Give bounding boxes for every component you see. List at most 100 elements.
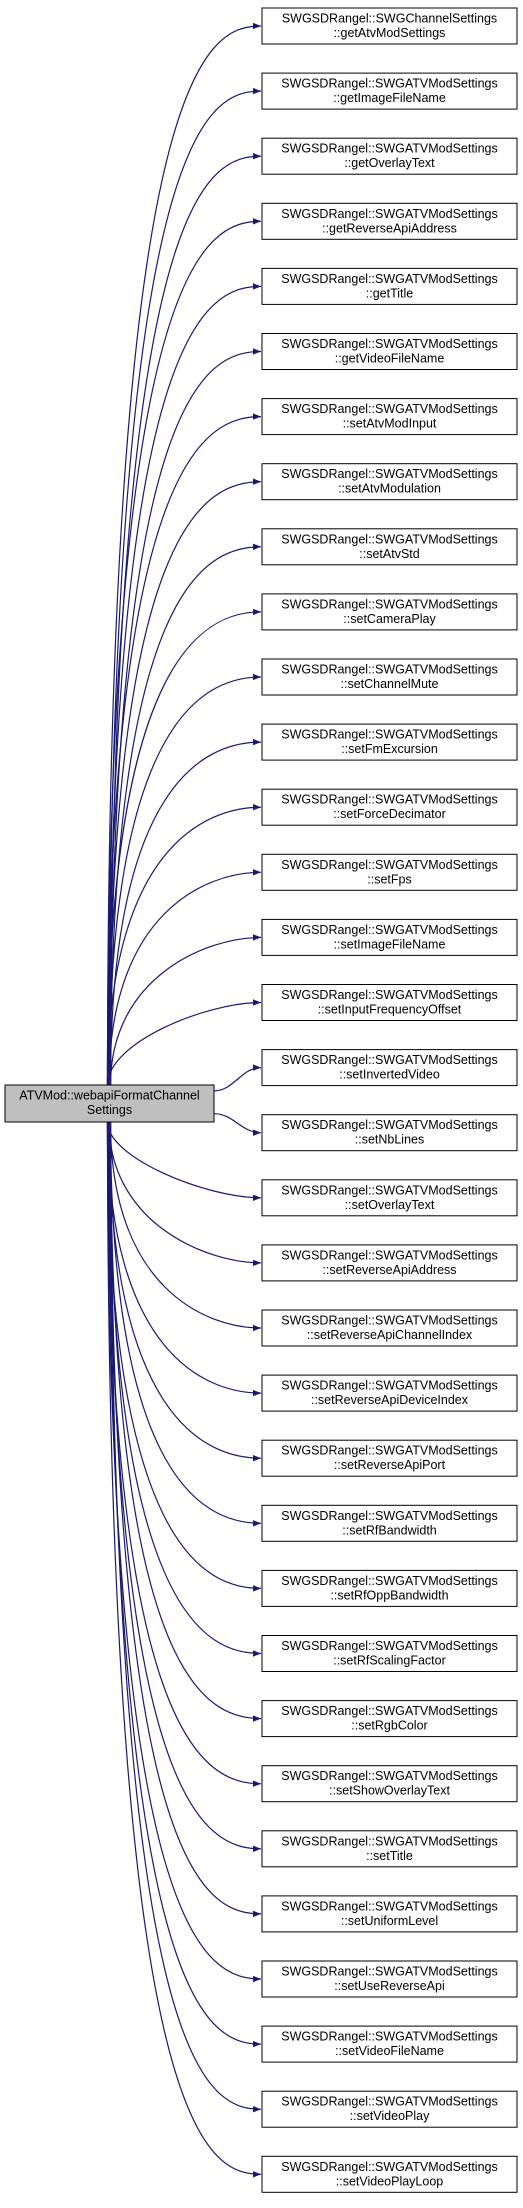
target-node-label-line2: ::getTitle — [366, 286, 414, 300]
target-node-label-line1: SWGSDRangel::SWGChannelSettings — [282, 12, 497, 26]
target-node[interactable]: SWGSDRangel::SWGATVModSettings::setChann… — [261, 658, 518, 696]
target-node[interactable]: SWGSDRangel::SWGATVModSettings::setVideo… — [261, 2025, 518, 2063]
target-node-label-line2: ::setVideoPlay — [350, 2109, 430, 2123]
target-node[interactable]: SWGSDRangel::SWGATVModSettings::setAtvSt… — [261, 528, 518, 566]
target-node-box — [261, 2025, 518, 2063]
target-node-label-line2: ::setFmExcursion — [341, 742, 438, 756]
target-node[interactable]: SWGSDRangel::SWGATVModSettings::setTitle — [261, 1830, 518, 1868]
target-node-label-line1: SWGSDRangel::SWGATVModSettings — [281, 2030, 498, 2044]
target-node[interactable]: SWGSDRangel::SWGATVModSettings::setRever… — [261, 1309, 518, 1347]
call-edge — [109, 543, 262, 1086]
target-node[interactable]: SWGSDRangel::SWGATVModSettings::setCamer… — [261, 593, 518, 631]
target-node-label-line1: SWGSDRangel::SWGATVModSettings — [281, 1704, 498, 1718]
target-node[interactable]: SWGSDRangel::SWGATVModSettings::setImage… — [261, 918, 518, 956]
call-edge — [108, 869, 262, 1086]
target-node-label-line2: ::getImageFileName — [333, 91, 446, 105]
target-node-label-line2: ::setRfScalingFactor — [333, 1654, 446, 1668]
target-node[interactable]: SWGSDRangel::SWGATVModSettings::setFps — [261, 853, 518, 891]
call-edge — [109, 1121, 262, 2113]
target-node-label-line1: SWGSDRangel::SWGATVModSettings — [281, 858, 498, 872]
target-node[interactable]: SWGSDRangel::SWGATVModSettings::setRever… — [261, 1244, 518, 1282]
target-node-box — [261, 1765, 518, 1803]
call-edge — [108, 1121, 262, 1657]
call-edge — [109, 348, 262, 1086]
target-node-box — [261, 1309, 518, 1347]
target-node[interactable]: SWGSDRangel::SWGATVModSettings::getOverl… — [261, 137, 518, 175]
target-node[interactable]: SWGSDRangel::SWGATVModSettings::setUseRe… — [261, 1960, 518, 1998]
target-node-label-line2: ::setImageFileName — [334, 937, 446, 951]
target-node-label-line1: SWGSDRangel::SWGATVModSettings — [281, 207, 498, 221]
target-node-label-line2: ::setRfOppBandwidth — [330, 1588, 448, 1602]
source-node-label-line2: Settings — [87, 1103, 132, 1117]
call-edge — [106, 413, 262, 1086]
target-node[interactable]: SWGSDRangel::SWGATVModSettings::setRever… — [261, 1374, 518, 1412]
target-node-label-line2: ::setReverseApiChannelIndex — [307, 1328, 473, 1342]
target-node[interactable]: SWGSDRangel::SWGATVModSettings::setVideo… — [261, 2090, 518, 2128]
target-node-box — [261, 72, 518, 110]
target-node-box — [261, 853, 518, 891]
edges-layer — [106, 22, 262, 2178]
target-node[interactable]: SWGSDRangel::SWGATVModSettings::getVideo… — [261, 333, 518, 370]
target-node-label-line1: SWGSDRangel::SWGATVModSettings — [281, 532, 498, 546]
target-node-label-line1: SWGSDRangel::SWGATVModSettings — [281, 1509, 498, 1523]
target-node[interactable]: SWGSDRangel::SWGATVModSettings::setInput… — [261, 984, 518, 1021]
target-node-label-line1: SWGSDRangel::SWGATVModSettings — [281, 1118, 498, 1132]
call-edge — [106, 999, 262, 1086]
call-edge — [109, 1121, 262, 1918]
target-node[interactable]: SWGSDRangel::SWGATVModSettings::setAtvMo… — [261, 398, 518, 436]
target-node[interactable]: SWGSDRangel::SWGATVModSettings::setRfSca… — [261, 1635, 518, 1672]
target-node[interactable]: SWGSDRangel::SWGATVModSettings::getTitle — [261, 267, 518, 305]
target-node[interactable]: SWGSDRangel::SWGChannelSettings::getAtvM… — [261, 7, 518, 45]
target-node[interactable]: SWGSDRangel::SWGATVModSettings::getImage… — [261, 72, 518, 110]
target-node-box — [261, 1439, 518, 1477]
target-node[interactable]: SWGSDRangel::SWGATVModSettings::setForce… — [261, 788, 518, 826]
target-node[interactable]: SWGSDRangel::SWGATVModSettings::setShowO… — [261, 1765, 518, 1803]
call-edge — [109, 1121, 262, 1332]
source-node-label-line1: ATVMod::webapiFormatChannel — [19, 1089, 199, 1103]
target-node-label-line2: ::setFps — [367, 872, 411, 886]
target-node[interactable]: SWGSDRangel::SWGATVModSettings::setNbLin… — [261, 1114, 518, 1152]
target-node-label-line1: SWGSDRangel::SWGATVModSettings — [281, 1639, 498, 1653]
target-node[interactable]: SWGSDRangel::SWGATVModSettings::setUnifo… — [261, 1895, 518, 1933]
target-node-box — [261, 398, 518, 436]
target-node-label-line1: SWGSDRangel::SWGATVModSettings — [281, 1183, 498, 1197]
target-node-label-line1: SWGSDRangel::SWGATVModSettings — [281, 1248, 498, 1262]
target-node[interactable]: SWGSDRangel::SWGATVModSettings::setOverl… — [261, 1179, 518, 1217]
target-node[interactable]: SWGSDRangel::SWGATVModSettings::setFmExc… — [261, 723, 518, 761]
target-node-label-line2: ::setAtvStd — [359, 547, 419, 561]
target-node-label-line1: SWGSDRangel::SWGATVModSettings — [281, 77, 498, 91]
target-node[interactable]: SWGSDRangel::SWGATVModSettings::setAtvMo… — [261, 463, 518, 501]
target-node-box — [261, 918, 518, 956]
call-edge — [109, 1121, 262, 1722]
target-node-box — [261, 1179, 518, 1217]
call-edge — [108, 283, 262, 1086]
targets-layer: SWGSDRangel::SWGChannelSettings::getAtvM… — [261, 7, 518, 2193]
target-node[interactable]: SWGSDRangel::SWGATVModSettings::setVideo… — [261, 2155, 518, 2193]
source-node[interactable]: ATVMod::webapiFormatChannel Settings — [4, 1084, 215, 1123]
target-node-box — [261, 267, 518, 305]
target-node-box — [261, 1114, 518, 1152]
target-node[interactable]: SWGSDRangel::SWGATVModSettings::setRever… — [261, 1439, 518, 1477]
target-node-label-line1: SWGSDRangel::SWGATVModSettings — [281, 597, 498, 611]
target-node[interactable]: SWGSDRangel::SWGATVModSettings::setRgbCo… — [261, 1700, 518, 1738]
target-node[interactable]: SWGSDRangel::SWGATVModSettings::setRfBan… — [261, 1504, 518, 1542]
target-node[interactable]: SWGSDRangel::SWGATVModSettings::setRfOpp… — [261, 1569, 518, 1607]
target-node-label-line1: SWGSDRangel::SWGATVModSettings — [281, 1769, 498, 1783]
call-edge — [106, 804, 262, 1086]
target-node-box — [261, 1700, 518, 1738]
target-node[interactable]: SWGSDRangel::SWGATVModSettings::getRever… — [261, 202, 518, 240]
target-node-label-line2: ::setInputFrequencyOffset — [318, 1003, 462, 1017]
target-node-box — [261, 1569, 518, 1607]
target-node-label-line2: ::getAtvModSettings — [334, 26, 446, 40]
call-edge — [108, 1121, 262, 1462]
target-node-box — [261, 2090, 518, 2128]
target-node-label-line1: SWGSDRangel::SWGATVModSettings — [281, 142, 498, 156]
call-edge — [106, 1121, 262, 1592]
target-node-box — [261, 723, 518, 761]
target-node-label-line2: ::setRfBandwidth — [342, 1523, 437, 1537]
target-node-label-line1: SWGSDRangel::SWGATVModSettings — [281, 1899, 498, 1913]
target-node-label-line1: SWGSDRangel::SWGATVModSettings — [281, 923, 498, 937]
target-node-box — [261, 1244, 518, 1282]
call-edge — [213, 1113, 262, 1136]
target-node[interactable]: SWGSDRangel::SWGATVModSettings::setInver… — [261, 1049, 518, 1087]
